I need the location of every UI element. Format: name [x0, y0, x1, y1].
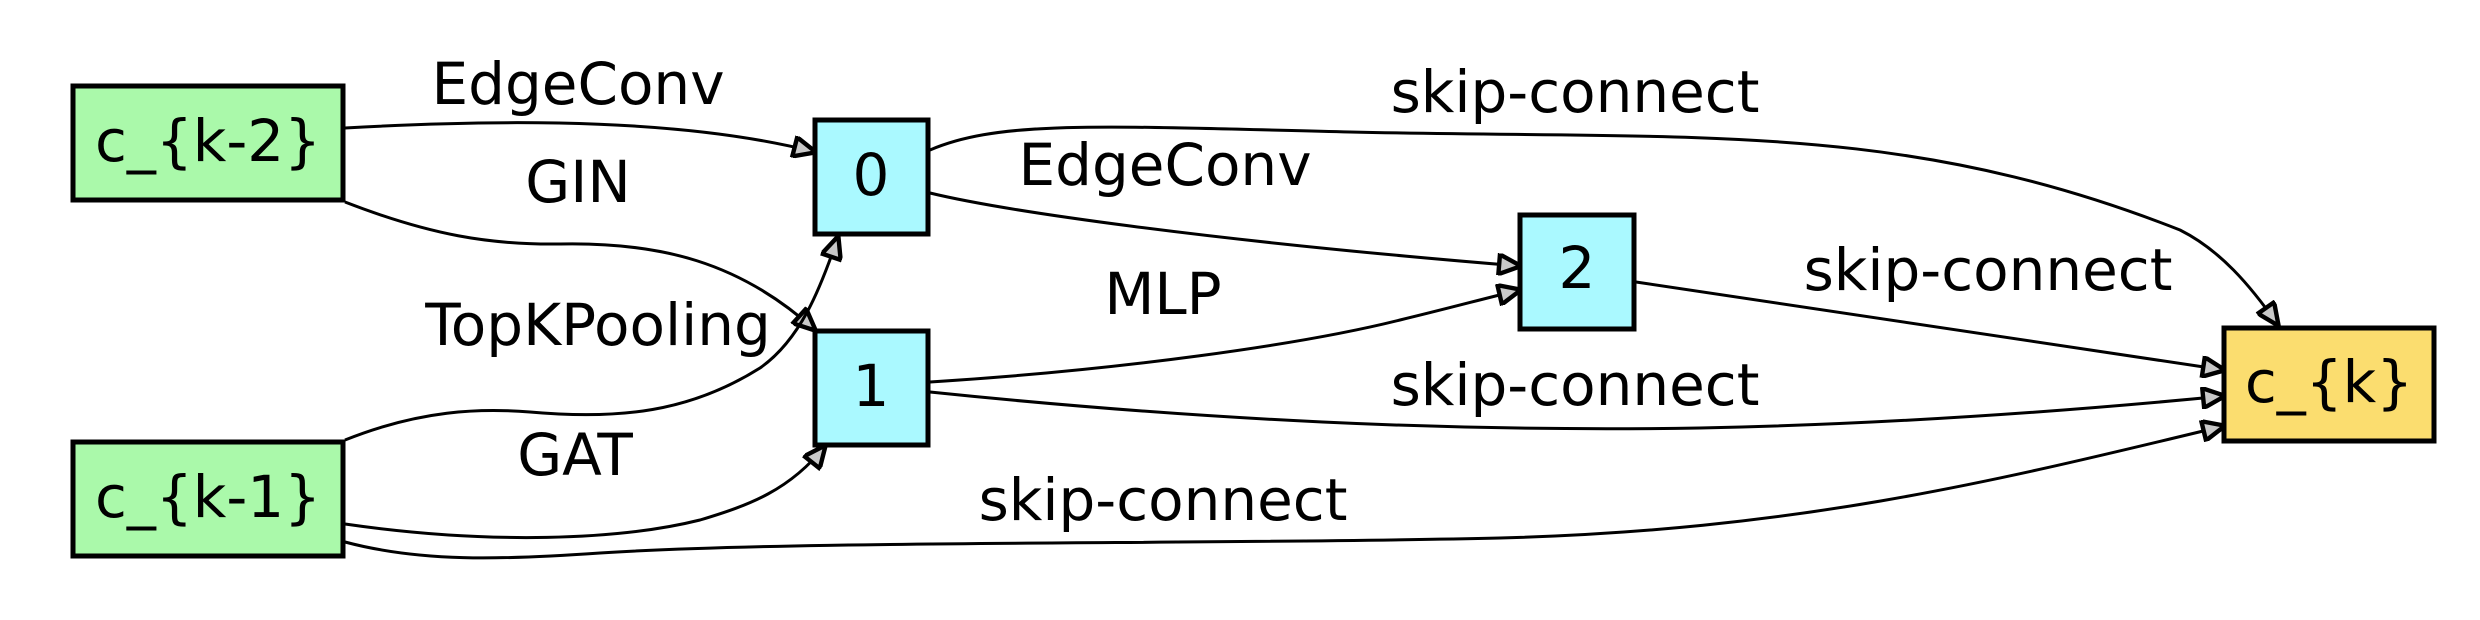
- edge-1-to-ck: skip-connect: [929, 351, 2224, 431]
- edge-ck1-to-0: TopKPooling: [344, 237, 838, 442]
- edge-ck1-to-0-label: TopKPooling: [424, 291, 771, 359]
- node-0-label: 0: [853, 141, 890, 209]
- node-0-box: [812, 117, 931, 237]
- edge-ck1-to-1: GAT: [344, 421, 825, 540]
- edge-0-to-2-line: [929, 191, 1520, 266]
- edge-1-to-2: MLP: [929, 260, 1520, 384]
- edge-0-to-2-label: EdgeConv: [1018, 131, 1311, 199]
- edge-ck2-to-0-line: [344, 121, 815, 152]
- node-ck-label: c_{k}: [2245, 348, 2413, 416]
- edge-ck1-to-1-label: GAT: [517, 421, 633, 489]
- edge-ck1-to-ck-line: [344, 426, 2224, 560]
- node-ck1-label: c_{k-1}: [95, 463, 321, 531]
- edge-0-to-ck-line: [929, 125, 2278, 325]
- node-1: 1: [812, 328, 931, 448]
- edge-0-to-ck: skip-connect: [929, 58, 2278, 325]
- edge-ck1-to-ck-label: skip-connect: [979, 466, 1348, 534]
- edge-ck1-to-1-line: [344, 446, 825, 540]
- edge-ck1-to-0-line: [344, 237, 838, 442]
- edge-ck1-to-ck: skip-connect: [344, 426, 2224, 560]
- edge-1-to-2-line: [929, 290, 1520, 384]
- node-1-box: [812, 328, 931, 448]
- edge-2-to-ck: skip-connect: [1635, 236, 2224, 370]
- edge-0-to-2: EdgeConv: [929, 131, 1520, 266]
- edge-2-to-ck-line: [1635, 280, 2224, 370]
- edge-1-to-2-label: MLP: [1104, 260, 1221, 328]
- edge-ck2-to-1: GIN: [344, 148, 815, 330]
- nodes: c_{k-2} c_{k-1} 0 1 2 c_{k}: [70, 83, 2437, 559]
- node-2-box: [1517, 212, 1637, 332]
- edge-ck2-to-1-label: GIN: [525, 148, 630, 216]
- node-ck2-box: [70, 83, 346, 203]
- node-ck2: c_{k-2}: [70, 83, 346, 203]
- edges: EdgeConv GIN TopKPooling GAT EdgeConv ML…: [344, 50, 2278, 560]
- node-2-label: 2: [1559, 234, 1596, 302]
- node-ck1-box: [70, 439, 346, 559]
- node-0: 0: [812, 117, 931, 237]
- edge-1-to-ck-label: skip-connect: [1391, 351, 1760, 419]
- edge-0-to-ck-label: skip-connect: [1391, 58, 1760, 126]
- node-1-label: 1: [853, 352, 890, 420]
- node-ck2-label: c_{k-2}: [95, 107, 321, 175]
- edge-2-to-ck-label: skip-connect: [1804, 236, 2173, 304]
- edge-ck2-to-0: EdgeConv: [344, 50, 815, 152]
- node-ck1: c_{k-1}: [70, 439, 346, 559]
- node-ck-box: [2221, 325, 2437, 444]
- edge-1-to-ck-line: [929, 392, 2224, 431]
- node-2: 2: [1517, 212, 1637, 332]
- edge-ck2-to-0-label: EdgeConv: [431, 50, 724, 118]
- edge-ck2-to-1-line: [344, 200, 815, 330]
- node-ck: c_{k}: [2221, 325, 2437, 444]
